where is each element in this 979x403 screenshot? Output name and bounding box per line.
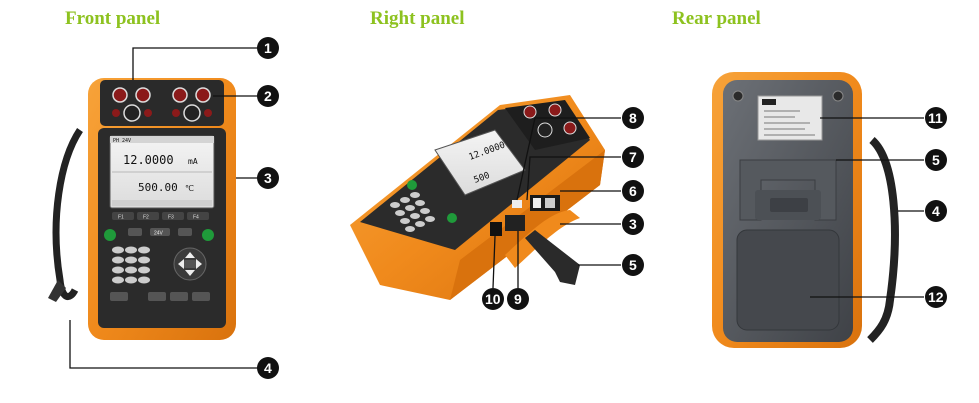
svg-text:3: 3	[629, 216, 637, 232]
rear-panel-title: Rear panel	[672, 8, 761, 29]
key-24v[interactable]	[150, 228, 170, 236]
port-10[interactable]	[490, 222, 502, 236]
svg-text:7: 7	[629, 149, 637, 165]
right-leaders	[492, 117, 621, 289]
numeric-keypad	[112, 246, 150, 284]
right-keypad	[390, 192, 435, 232]
key-bottom-1[interactable]	[110, 292, 128, 301]
callout-marker-icon	[925, 107, 947, 129]
terminal-panel	[100, 80, 224, 126]
softkey-f3[interactable]	[162, 212, 184, 220]
svg-text:1: 1	[264, 40, 272, 56]
rear-leaders	[810, 117, 924, 298]
front-device: PH 24V 12.0000 mA 500.00 ℃ F1 F2 F3 F4 2…	[48, 78, 236, 340]
strap	[52, 128, 83, 300]
rear-strap	[867, 136, 899, 343]
softkey-f1[interactable]	[112, 212, 134, 220]
svg-text:4: 4	[264, 360, 272, 376]
svg-text:12: 12	[928, 289, 944, 305]
callout-marker-icon	[622, 180, 644, 202]
callout-marker-icon	[257, 357, 279, 379]
softkey-f2[interactable]	[137, 212, 159, 220]
key-bottom-4[interactable]	[192, 292, 210, 301]
svg-text:24V: 24V	[154, 231, 164, 237]
callout-marker-icon	[257, 85, 279, 107]
callout-marker-icon	[925, 149, 947, 171]
key-top-1[interactable]	[128, 228, 142, 236]
port-9[interactable]	[505, 215, 525, 231]
lcd-value-1: 12.0000	[123, 153, 174, 167]
callout-marker-icon	[257, 167, 279, 189]
front-panel-title: Front panel	[65, 8, 161, 29]
svg-text:5: 5	[932, 152, 940, 168]
svg-text:F1: F1	[118, 215, 124, 221]
lcd-unit-1: mA	[188, 157, 198, 166]
callout-marker-icon	[925, 200, 947, 222]
power-button-left[interactable]	[104, 229, 116, 241]
callout-marker-icon	[622, 213, 644, 235]
svg-text:9: 9	[514, 291, 522, 307]
nav-pad	[173, 247, 207, 281]
svg-text:8: 8	[629, 110, 637, 126]
terminal-jacks	[112, 87, 212, 122]
lcd-value-2: 500.00	[138, 181, 178, 194]
svg-text:4: 4	[932, 203, 940, 219]
svg-text:11: 11	[928, 110, 943, 126]
front-callouts: 1 2 3 4	[257, 37, 279, 379]
kickstand	[525, 230, 580, 285]
svg-text:6: 6	[629, 183, 637, 199]
svg-text:2: 2	[264, 88, 272, 104]
rear-kickstand	[739, 159, 837, 221]
callout-marker-icon	[257, 37, 279, 59]
lcd-unit-2: ℃	[185, 184, 194, 193]
callout-marker-icon	[622, 146, 644, 168]
right-device: 12.0000 500	[350, 95, 605, 300]
svg-text:F4: F4	[193, 215, 199, 221]
svg-text:10: 10	[485, 291, 501, 307]
callout-marker-icon	[622, 107, 644, 129]
svg-text:3: 3	[264, 170, 272, 186]
svg-text:F2: F2	[143, 215, 149, 221]
right-lcd	[434, 129, 526, 196]
key-bottom-3[interactable]	[170, 292, 188, 301]
callout-marker-icon	[925, 286, 947, 308]
key-bottom-2[interactable]	[148, 292, 166, 301]
right-callouts: 8 7 6 3 5 10 9	[482, 107, 644, 310]
battery-cover	[736, 229, 840, 331]
svg-text:F3: F3	[168, 215, 174, 221]
softkey-row: F1 F2 F3 F4	[112, 212, 209, 221]
front-leaders	[69, 47, 258, 369]
port-8[interactable]	[512, 200, 522, 208]
strap-buckle	[48, 280, 66, 302]
rear-device	[712, 72, 899, 348]
lcd-header: PH 24V	[113, 138, 131, 144]
rear-callouts: 11 5 4 12	[925, 107, 947, 308]
svg-text:5: 5	[629, 257, 637, 273]
right-side-face	[450, 150, 605, 300]
callout-marker-icon	[482, 288, 504, 310]
lcd-header-bar	[110, 136, 214, 143]
softkey-f4[interactable]	[187, 212, 209, 220]
callout-marker-icon	[622, 254, 644, 276]
key-top-3[interactable]	[178, 228, 192, 236]
power-button-right[interactable]	[202, 229, 214, 241]
callout-marker-icon	[507, 288, 529, 310]
right-panel-title: Right panel	[370, 8, 465, 29]
